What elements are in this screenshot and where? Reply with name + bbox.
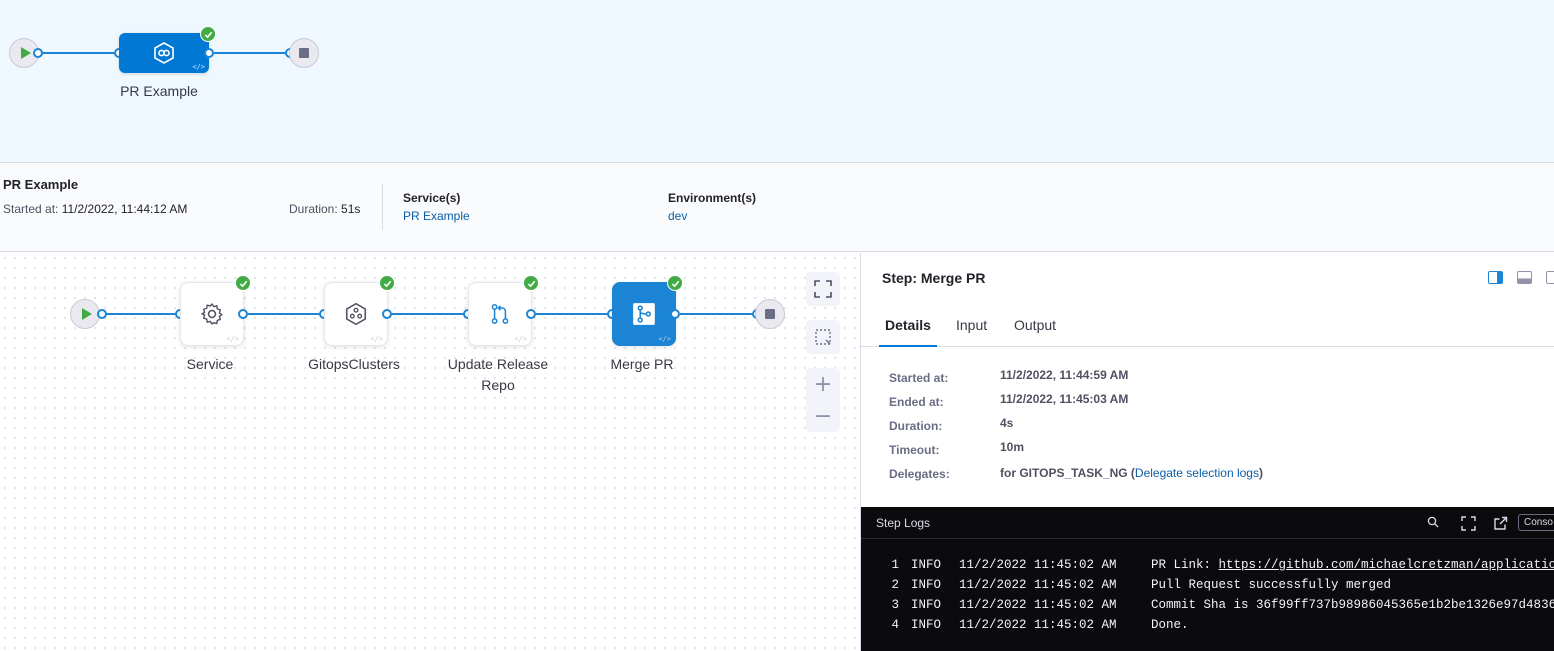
tab-output[interactable]: Output	[1014, 317, 1057, 333]
console-view-button[interactable]: Conso	[1518, 514, 1554, 531]
step-details-panel: Step: Merge PR Details Input Output Star…	[860, 253, 1554, 651]
edge-start-service	[106, 313, 176, 315]
yaml-code-icon: </>	[514, 335, 527, 343]
zoom-controls: + −	[806, 368, 840, 432]
gitops-out-port	[382, 309, 392, 319]
duration-value: 4s	[1000, 416, 1014, 430]
step-node-gitopsclusters[interactable]: </>	[324, 282, 388, 346]
step-logs-header: Step Logs Conso	[861, 507, 1554, 539]
yaml-code-icon: </>	[658, 335, 671, 343]
log-row: 1 INFO 11/2/2022 11:45:02 AM PR Link: ht…	[861, 558, 1554, 578]
stop-icon	[299, 48, 309, 58]
stage-success-check-icon	[200, 26, 216, 42]
started-at-label: Started at:	[889, 371, 949, 385]
log-row: 2 INFO 11/2/2022 11:45:02 AM Pull Reques…	[891, 578, 1392, 592]
step-success-check-icon	[379, 275, 395, 291]
fit-to-screen-icon	[814, 280, 832, 298]
layout-right-icon[interactable]	[1488, 271, 1503, 284]
stage-duration: Duration: 51s	[289, 202, 361, 216]
layout-float-icon[interactable]	[1546, 271, 1554, 284]
yaml-code-icon: </>	[226, 335, 239, 343]
cluster-icon	[346, 302, 366, 326]
delegate-selection-logs-link[interactable]: Delegate selection logs	[1134, 466, 1259, 480]
stage-title: PR Example	[3, 177, 79, 192]
select-area-button[interactable]	[806, 320, 840, 354]
step-panel-title: Step: Merge PR	[882, 270, 986, 286]
services-heading: Service(s)	[403, 191, 461, 205]
delegates-value: for GITOPS_TASK_NG (Delegate selection l…	[1000, 466, 1263, 480]
pr-link-url[interactable]: https://github.com/michaelcretzman/appli…	[1218, 558, 1554, 572]
zoom-in-icon[interactable]: +	[813, 371, 833, 397]
stage-execution-summary: PR Example Started at: 11/2/2022, 11:44:…	[0, 163, 1554, 252]
pull-request-icon	[491, 304, 509, 324]
stop-icon	[765, 309, 775, 319]
timeout-value: 10m	[1000, 440, 1025, 454]
yaml-code-icon: </>	[192, 63, 205, 71]
open-new-window-icon[interactable]	[1493, 516, 1508, 535]
step-tabs: Details Input Output	[861, 305, 1554, 347]
layout-bottom-icon[interactable]	[1517, 271, 1532, 284]
log-row: 3 INFO 11/2/2022 11:45:02 AM Commit Sha …	[891, 598, 1554, 612]
edge-update-merge	[536, 313, 608, 315]
stage-started-at: Started at: 11/2/2022, 11:44:12 AM	[3, 202, 188, 216]
play-icon	[20, 47, 31, 59]
step-label-service: Service	[186, 356, 234, 372]
tab-details[interactable]: Details	[879, 317, 937, 347]
gear-icon	[201, 303, 223, 325]
search-icon[interactable]	[1427, 516, 1439, 532]
expand-icon[interactable]	[1461, 516, 1476, 535]
step-graph-canvas[interactable]: </> Service </> GitopsClusters	[0, 253, 860, 651]
step-label-gitopsclusters: GitopsClusters	[308, 356, 400, 372]
service-out-port	[238, 309, 248, 319]
pipeline-end-node	[289, 38, 319, 68]
pipeline-stage-graph: </> PR Example	[0, 0, 1554, 163]
step-success-check-icon	[667, 275, 683, 291]
stage-out-port	[204, 48, 214, 58]
ended-at-value: 11/2/2022, 11:45:03 AM	[1000, 392, 1129, 406]
summary-divider	[382, 184, 383, 230]
edge-gitops-update	[392, 313, 464, 315]
step-logs-console: Step Logs Conso 1 INFO 11/2/2022 11:45:0…	[861, 507, 1554, 651]
stage-node-pr-example[interactable]: </>	[119, 33, 209, 73]
graph-end-node	[755, 299, 785, 329]
environment-link[interactable]: dev	[668, 209, 688, 223]
fit-to-screen-button[interactable]	[806, 272, 840, 306]
link-icon	[154, 42, 174, 64]
started-at-value: 11/2/2022, 11:44:59 AM	[1000, 368, 1129, 382]
zoom-out-icon[interactable]: −	[813, 403, 833, 429]
delegates-label: Delegates:	[889, 467, 950, 481]
edge-start-stage	[42, 52, 118, 54]
ended-at-label: Ended at:	[889, 395, 944, 409]
step-node-service[interactable]: </>	[180, 282, 244, 346]
duration-label: Duration:	[889, 419, 943, 433]
timeout-label: Timeout:	[889, 443, 940, 457]
step-success-check-icon	[523, 275, 539, 291]
step-node-merge-pr[interactable]: </>	[612, 282, 676, 346]
edge-merge-end	[680, 313, 756, 315]
merge-out-port	[670, 309, 680, 319]
step-label-merge-pr: Merge PR	[610, 356, 674, 372]
step-label-update-release-repo: Update Release Repo	[447, 356, 549, 393]
step-node-update-release-repo[interactable]: </>	[468, 282, 532, 346]
step-success-check-icon	[235, 275, 251, 291]
merge-icon	[633, 303, 655, 325]
step-logs-title: Step Logs	[876, 516, 931, 530]
service-link[interactable]: PR Example	[403, 209, 470, 223]
stage-label: PR Example	[120, 83, 198, 99]
edge-stage-end	[214, 52, 286, 54]
graph-start-node	[70, 299, 100, 329]
update-out-port	[526, 309, 536, 319]
edge-service-gitops	[248, 313, 320, 315]
environments-heading: Environment(s)	[668, 191, 757, 205]
log-row: 4 INFO 11/2/2022 11:45:02 AM Done.	[891, 618, 1189, 632]
yaml-code-icon: </>	[370, 335, 383, 343]
select-area-icon	[815, 329, 831, 345]
tab-input[interactable]: Input	[956, 317, 988, 333]
play-icon	[81, 308, 92, 320]
